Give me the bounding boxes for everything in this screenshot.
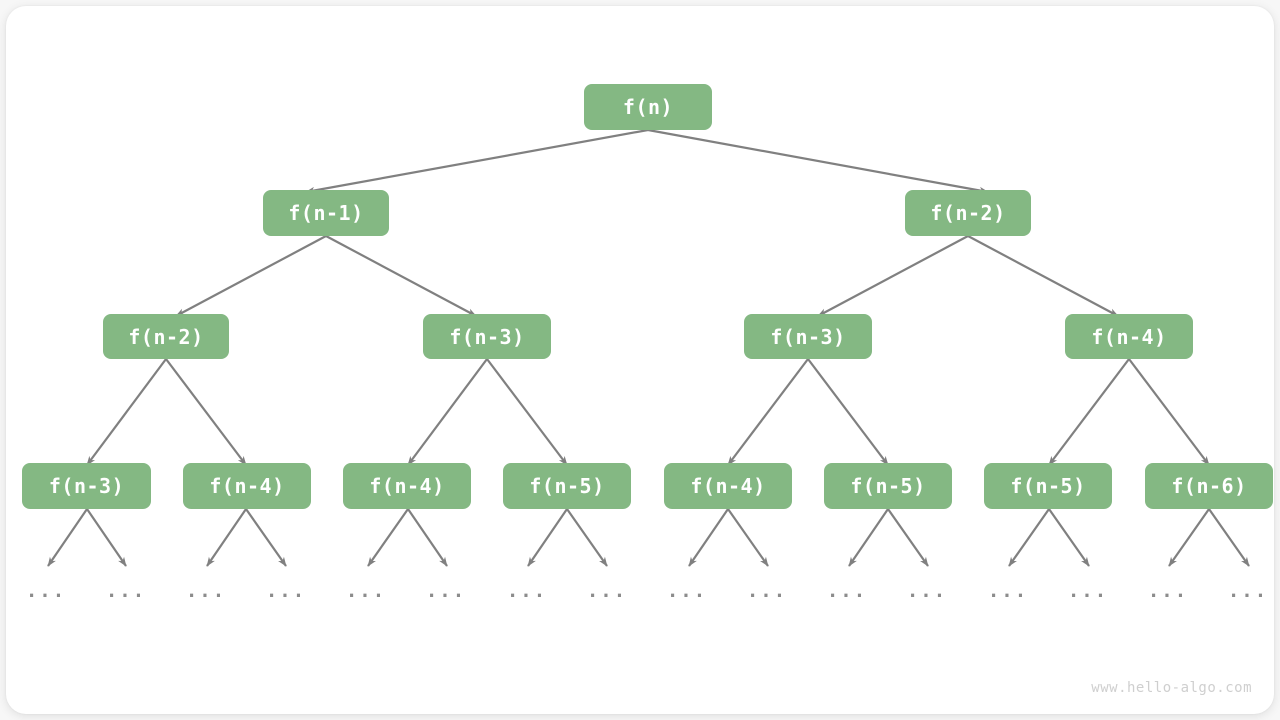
watermark: www.hello-algo.com	[1091, 680, 1252, 696]
edge-n0-to-n2	[647, 128, 989, 194]
edge-n2-to-n5	[817, 235, 969, 317]
edge-n5-to-n11	[727, 358, 809, 466]
edge-n13-to-e14	[1048, 508, 1090, 567]
edge-n10-to-e8	[566, 508, 608, 567]
edge-n12-to-e12	[887, 508, 929, 567]
tree-leaf-ellipsis-e7: ...	[506, 580, 548, 602]
edge-n12-to-e11	[848, 508, 889, 567]
tree-node-n6[interactable]: f(n-4)	[1065, 314, 1193, 359]
tree-node-n14[interactable]: f(n-6)	[1145, 463, 1273, 509]
edge-n3-to-n8	[165, 358, 247, 466]
edge-n14-to-e16	[1208, 508, 1250, 567]
tree-leaf-ellipsis-e15: ...	[1147, 580, 1189, 602]
tree-node-n0[interactable]: f(n)	[584, 84, 712, 130]
tree-node-n4[interactable]: f(n-3)	[423, 314, 551, 359]
edge-n3-to-n7	[86, 358, 167, 466]
tree-leaf-ellipsis-e8: ...	[586, 580, 628, 602]
edge-n1-to-n4	[325, 235, 477, 317]
tree-leaf-ellipsis-e9: ...	[666, 580, 708, 602]
edge-n8-to-e4	[245, 508, 287, 567]
edge-n7-to-e2	[86, 508, 127, 567]
tree-node-n7[interactable]: f(n-3)	[22, 463, 151, 509]
tree-leaf-ellipsis-e6: ...	[425, 580, 467, 602]
edge-n5-to-n12	[807, 358, 889, 466]
tree-node-n12[interactable]: f(n-5)	[824, 463, 952, 509]
tree-node-n3[interactable]: f(n-2)	[103, 314, 229, 359]
tree-leaf-ellipsis-e10: ...	[746, 580, 788, 602]
tree-node-n9[interactable]: f(n-4)	[343, 463, 471, 509]
edge-n13-to-e13	[1008, 508, 1050, 567]
edge-n14-to-e15	[1168, 508, 1210, 567]
edge-n4-to-n10	[486, 358, 568, 466]
tree-node-n11[interactable]: f(n-4)	[664, 463, 792, 509]
edge-n6-to-n14	[1128, 358, 1210, 466]
tree-leaf-ellipsis-e1: ...	[25, 580, 67, 602]
edge-n8-to-e3	[206, 508, 247, 567]
tree-node-n8[interactable]: f(n-4)	[183, 463, 311, 509]
diagram-card: f(n) f(n-1) f(n-2) f(n-2) f(n-3) f(n-3) f(n-4)…	[6, 6, 1274, 714]
edge-n1-to-n3	[175, 235, 327, 317]
tree-leaf-ellipsis-e12: ...	[906, 580, 948, 602]
edge-n11-to-e9	[688, 508, 729, 567]
tree-node-n2[interactable]: f(n-2)	[905, 190, 1031, 236]
edge-n4-to-n9	[407, 358, 488, 466]
tree-leaf-ellipsis-e3: ...	[185, 580, 227, 602]
tree-leaf-ellipsis-e5: ...	[345, 580, 387, 602]
edge-n10-to-e7	[527, 508, 568, 567]
tree-leaf-ellipsis-e4: ...	[265, 580, 307, 602]
edge-n7-to-e1	[47, 508, 88, 567]
tree-leaf-ellipsis-e2: ...	[105, 580, 147, 602]
tree-leaf-ellipsis-e13: ...	[987, 580, 1029, 602]
tree-leaf-ellipsis-e11: ...	[826, 580, 868, 602]
edge-n6-to-n13	[1048, 358, 1130, 466]
edge-n0-to-n1	[305, 128, 649, 194]
edge-n9-to-e6	[407, 508, 448, 567]
tree-node-n5[interactable]: f(n-3)	[744, 314, 872, 359]
edge-n9-to-e5	[367, 508, 409, 567]
tree-node-n1[interactable]: f(n-1)	[263, 190, 389, 236]
tree-leaf-ellipsis-e14: ...	[1067, 580, 1109, 602]
edge-n2-to-n6	[967, 235, 1119, 317]
tree-leaf-ellipsis-e16: ...	[1227, 580, 1269, 602]
tree-node-n10[interactable]: f(n-5)	[503, 463, 631, 509]
edge-n11-to-e10	[727, 508, 769, 567]
tree-node-n13[interactable]: f(n-5)	[984, 463, 1112, 509]
